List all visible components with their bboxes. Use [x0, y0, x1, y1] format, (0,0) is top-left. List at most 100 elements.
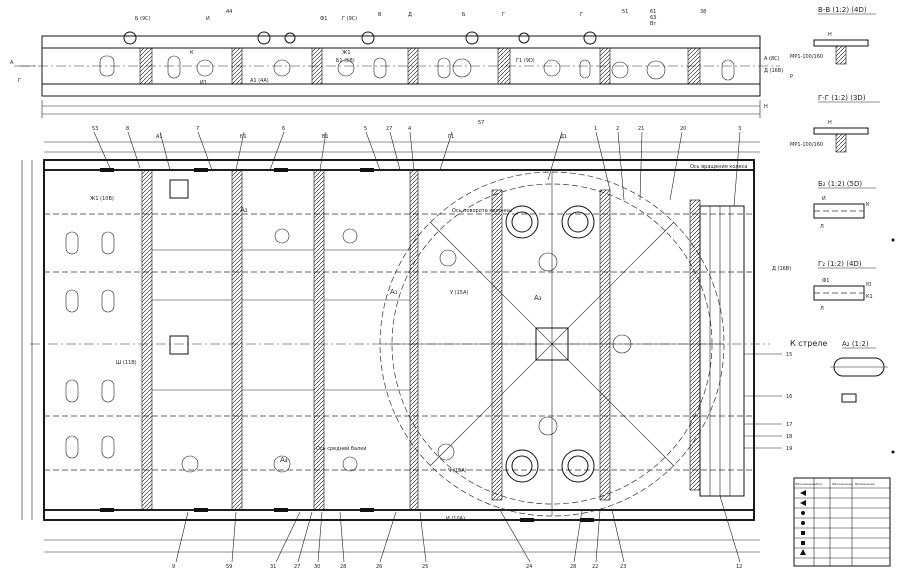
callout-a3: А₃ [534, 294, 542, 302]
section-g2-title: Г₂ (1:2) (4D) [818, 260, 862, 268]
leader-d1: Д1 [560, 134, 567, 140]
leader-26: 26 [376, 564, 382, 570]
tv-label-r: Р [790, 74, 793, 80]
leader-6: 6 [282, 126, 285, 132]
callout-a1: А₁ [390, 288, 398, 296]
leader-19: 19 [786, 446, 792, 452]
tv-label-g2: Г [580, 12, 583, 18]
leader-3: 3 [738, 126, 741, 132]
section-b2-l: Л [820, 224, 824, 230]
top-view: Б (9С) И 44 Ф1 Г (9С) В Д Б Г Г 51 61 63… [10, 9, 793, 126]
callout-zh1: Ж1 (10В) [90, 196, 114, 202]
tv-label-vt: Вт [650, 21, 656, 27]
section-gg-mr: МР1-100/160 [790, 142, 823, 148]
section-b2-i: И [822, 196, 826, 202]
leader-59: 59 [226, 564, 232, 570]
tv-label-44: 44 [226, 9, 232, 15]
leader-20: 20 [680, 126, 686, 132]
tv-label-51: 51 [622, 9, 628, 15]
leader-8: 8 [126, 126, 129, 132]
tv-label-g9c: Г (9С) [342, 16, 357, 22]
leader-5: 5 [364, 126, 367, 132]
callout-k-strele: К стреле [790, 339, 827, 348]
section-b2-title: Б₂ (1:2) (5D) [818, 180, 862, 188]
legend-header-3: Обозначение [832, 482, 853, 486]
tv-left-tag-a: А [10, 60, 14, 66]
section-gg: Г-Г (1:2) (3D) Н МР1-100/160 [790, 94, 880, 153]
margin-dot-bottom [891, 450, 895, 454]
callout-a2: А₂ [240, 206, 248, 214]
leader-23: 23 [620, 564, 626, 570]
tv-label-a1: А1 (4А) [250, 78, 269, 84]
callout-u15a: У (15А) [450, 290, 468, 296]
leader-18: 18 [786, 434, 792, 440]
tv-left-tag-g: Г [18, 78, 21, 84]
section-g2-l: Л [820, 306, 824, 312]
legend-header-1: Обозначение [795, 482, 816, 486]
section-a2: А₂ (1:2) [830, 340, 888, 403]
margin-dot-top [891, 238, 895, 242]
tv-label-57: 57 [478, 120, 484, 126]
leader-a1: А1 [156, 134, 163, 140]
section-vv: В-В (1:2) (4D) Н МР1-100/160 [790, 6, 876, 65]
tv-label-v: В [378, 12, 382, 18]
leader-15: 15 [786, 352, 792, 358]
leader-22: 22 [592, 564, 598, 570]
section-g2-yu: Ю [866, 282, 872, 288]
leader-30: 30 [314, 564, 320, 570]
leader-7: 7 [196, 126, 199, 132]
section-g2-f1: Ф1 [822, 278, 830, 284]
leader-2: 2 [616, 126, 619, 132]
leader-9: 9 [172, 564, 175, 570]
callout-ch15a: Ч (15А) [448, 468, 467, 474]
leader-21: 21 [638, 126, 644, 132]
leader-28: 28 [340, 564, 346, 570]
section-g2-k1: К1 [866, 294, 873, 300]
section-gg-n: Н [828, 120, 832, 126]
leader-24: 24 [526, 564, 532, 570]
leader-31: 31 [270, 564, 276, 570]
callout-a4: А₄ [280, 456, 288, 464]
tv-label-a8c: А (8С) [764, 56, 780, 62]
section-vv-n: Н [828, 32, 832, 38]
tv-label-d: Д [408, 12, 412, 18]
callout-d16b: Д (16В) [772, 266, 791, 272]
section-b2-k: К [866, 202, 870, 208]
tv-label-b: Б [462, 12, 466, 18]
leader-v1: В1 [322, 134, 329, 140]
section-vv-mr: МР1-100/160 [790, 54, 823, 60]
leader-53: 53 [92, 126, 98, 132]
leader-4: 4 [408, 126, 411, 132]
section-b2: Б₂ (1:2) (5D) И К Л [813, 180, 876, 230]
tv-label-g1-9d: Г1 (9D) [516, 58, 535, 64]
leader-1: 1 [594, 126, 597, 132]
tv-label-d16b: Д (16В) [764, 68, 783, 74]
section-gg-title: Г-Г (1:2) (3D) [818, 94, 866, 102]
callout-i10a: И (10А) [446, 516, 465, 522]
callout-sh11b: Ш (11В) [116, 360, 137, 366]
leader-12: 12 [736, 564, 742, 570]
leader-25: 25 [422, 564, 428, 570]
leader-28b: 28 [570, 564, 576, 570]
tv-label-k: К [190, 50, 194, 56]
tv-label-n: Н [764, 104, 768, 110]
leader-27: 27 [386, 126, 392, 132]
note-column-axis: Ось поворота колонны [452, 208, 512, 214]
tv-label-i1: И1 [200, 80, 207, 86]
legend-header-4: Примечание [855, 482, 875, 486]
tv-label-f1: Ф1 [320, 16, 328, 22]
tv-label-zh1: Ж1 [342, 50, 351, 56]
section-a2-title: А₂ (1:2) [842, 340, 869, 348]
leader-16: 16 [786, 394, 792, 400]
tv-label-63: 63 [650, 15, 656, 21]
tv-label-b1: Б1 (5В) [336, 58, 355, 64]
legend-header-2: Кол. [816, 482, 823, 486]
note-wheel-axis: Ось вращения колеса [690, 164, 747, 170]
leader-g1: Г1 [448, 134, 454, 140]
main-view: 53 8 А1 7 Б1 6 В1 5 27 4 Г1 Д1 1 2 21 20… [21, 126, 827, 570]
leader-27b: 27 [294, 564, 300, 570]
tv-label-i: И [206, 16, 210, 22]
leader-17: 17 [786, 422, 792, 428]
note-middle-beam: Ось средней балки [316, 445, 366, 452]
